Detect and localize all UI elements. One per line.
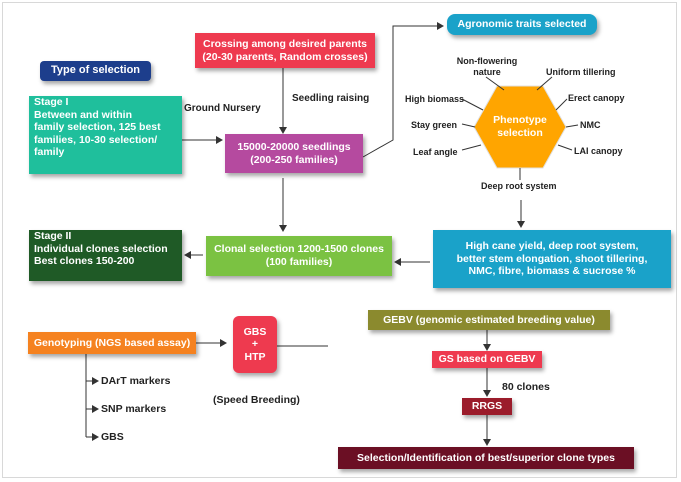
gbs-htp-line3: HTP [244, 350, 266, 363]
clonal-selection-box: Clonal selection 1200-1500 clones (100 f… [206, 236, 392, 276]
stage2-box: Stage II Individual clones selection Bes… [29, 230, 182, 281]
stage1-line1: Stage I [34, 96, 69, 108]
trait-erect-canopy: Erect canopy [568, 93, 625, 103]
marker-snp: SNP markers [101, 403, 167, 415]
clonal-line2: (100 families) [265, 256, 333, 268]
speed-breeding-label: (Speed Breeding) [213, 394, 300, 406]
diagram-frame [2, 2, 677, 478]
gs-gebv-box: GS based on GEBV [432, 351, 542, 368]
seedlings-line2: (200-250 families) [250, 153, 338, 166]
phenotype-line2: selection [497, 127, 543, 140]
stage2-line1: Stage II [34, 230, 72, 242]
high-cane-yield-box: High cane yield, deep root system, bette… [433, 230, 671, 288]
trait-leaf-angle: Leaf angle [413, 147, 458, 157]
gebv-label: GEBV (genomic estimated breeding value) [383, 313, 595, 326]
crossing-line1: Crossing among desired parents [203, 37, 367, 50]
seedlings-box: 15000-20000 seedlings (200-250 families) [225, 134, 363, 173]
seedling-raising-label: Seedling raising [292, 93, 370, 104]
seedlings-line1: 15000-20000 seedlings [237, 140, 351, 153]
trait-deep-root: Deep root system [481, 181, 557, 191]
stage1-line2: Between and within [34, 108, 133, 121]
gbs-htp-line1: GBS [243, 326, 267, 339]
trait-high-biomass: High biomass [405, 94, 465, 104]
gbs-htp-box: GBS + HTP [233, 316, 277, 373]
phenotype-label: Phenotype selection [474, 114, 566, 140]
type-of-selection-label: Type of selection [50, 64, 141, 77]
trait-non-flowering: Non-flowering nature [447, 56, 527, 79]
high-cane-line2: better stem elongation, shoot tillering, [456, 252, 648, 265]
stage1-line5: family [34, 146, 65, 159]
type-of-selection-badge: Type of selection [40, 61, 151, 81]
trait-stay-green: Stay green [411, 120, 458, 130]
marker-dart: DArT markers [101, 375, 171, 387]
trait-non-flowering-line2: nature [473, 67, 501, 78]
stage1-line4: families, 10-30 selection/ [34, 133, 158, 146]
rrgs-box: RRGS [462, 398, 512, 415]
marker-gbs: GBS [101, 431, 124, 443]
rrgs-label: RRGS [471, 400, 503, 413]
gs-gebv-label: GS based on GEBV [438, 353, 536, 366]
crossing-line2: (20-30 parents, Random crosses) [202, 50, 368, 63]
high-cane-line1: High cane yield, deep root system, [465, 240, 639, 253]
trait-nmc: NMC [580, 120, 601, 130]
ground-nursery-label: Ground Nursery [184, 103, 261, 114]
trait-non-flowering-line1: Non-flowering [456, 56, 518, 66]
agronomic-traits-box: Agronomic traits selected [447, 14, 597, 35]
stage2-line3: Best clones 150-200 [34, 255, 135, 268]
clones-80-label: 80 clones [502, 381, 550, 393]
phenotype-line1: Phenotype [493, 114, 547, 126]
gbs-htp-line2: + [251, 338, 259, 351]
stage1-box: Stage I Between and within family select… [29, 96, 182, 174]
high-cane-line3: NMC, fibre, biomass & sucrose % [468, 265, 636, 278]
clonal-line1: Clonal selection 1200-1500 clones [214, 243, 384, 256]
genotyping-box: Genotyping (NGS based assay) [28, 332, 196, 354]
crossing-box: Crossing among desired parents (20-30 pa… [195, 33, 375, 68]
trait-uniform-tillering: Uniform tillering [546, 67, 616, 77]
gebv-box: GEBV (genomic estimated breeding value) [368, 310, 610, 330]
agronomic-traits-label: Agronomic traits selected [457, 18, 587, 31]
trait-lai-canopy: LAI canopy [574, 146, 623, 156]
arrow-seedlings-to-agronomic [362, 22, 444, 158]
stage2-line2: Individual clones selection [34, 242, 168, 255]
stage1-line3: family selection, 125 best [34, 121, 161, 134]
final-selection-box: Selection/Identification of best/superio… [338, 447, 634, 469]
genotyping-label: Genotyping (NGS based assay) [33, 336, 191, 349]
final-selection-label: Selection/Identification of best/superio… [357, 451, 615, 464]
